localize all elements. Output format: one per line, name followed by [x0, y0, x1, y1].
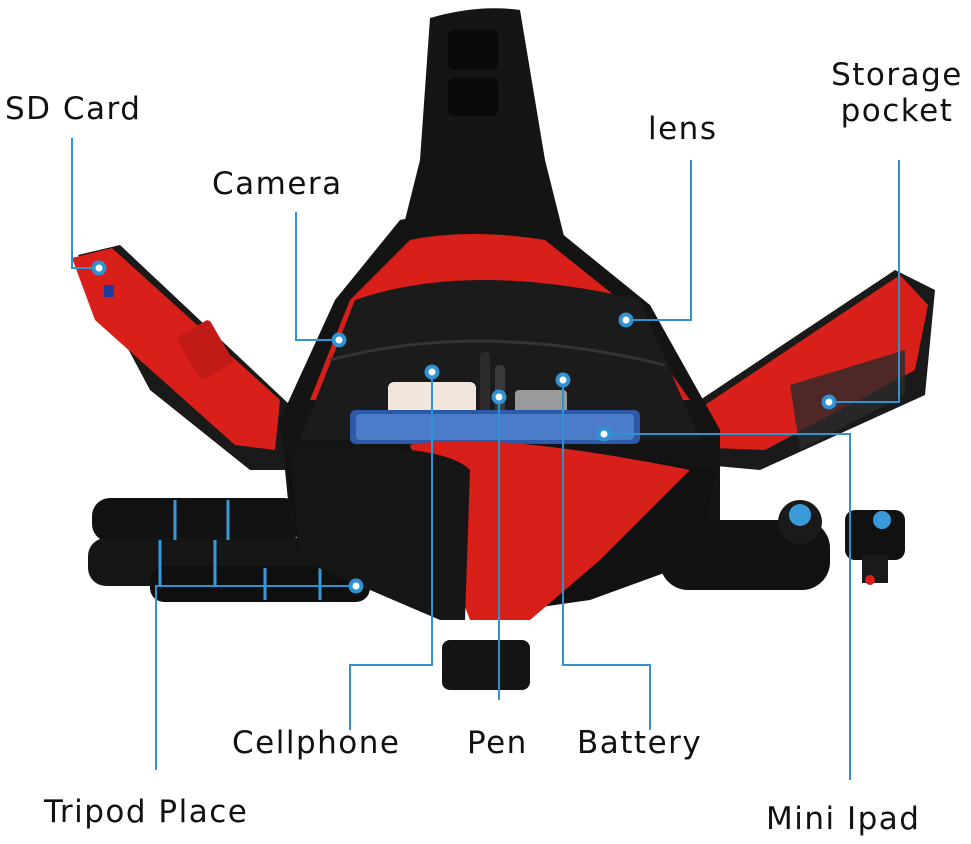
strap-illustration	[400, 8, 565, 241]
sd-card-label: SD Card	[5, 91, 142, 127]
camera-leader-line	[295, 212, 339, 341]
mini-ipad-dot	[596, 426, 612, 442]
right-flap-illustration	[700, 270, 935, 470]
battery-dot	[555, 372, 571, 388]
mini-ipad-leader-line	[604, 433, 851, 780]
storage-pocket-dot	[821, 394, 837, 410]
cellphone-label: Cellphone	[232, 725, 401, 761]
sd-card-leader-line	[71, 138, 99, 269]
tripod-dot	[348, 578, 364, 594]
left-flap-illustration	[72, 245, 290, 470]
callout-lines	[71, 138, 900, 780]
storage-pocket-leader-line	[829, 160, 900, 403]
tripod-leader-line	[155, 585, 356, 770]
lens-label: lens	[648, 111, 718, 147]
tripod-place-label: Tripod Place	[44, 794, 249, 830]
cellphone-dot	[424, 364, 440, 380]
pen-label: Pen	[467, 725, 528, 761]
storage-pocket-label-line1: Storage	[831, 57, 963, 93]
storage-pocket-label: Storage pocket	[822, 57, 971, 129]
battery-leader-line	[562, 380, 651, 730]
bag-body-illustration	[280, 212, 720, 690]
battery-label: Battery	[577, 725, 703, 761]
storage-pocket-label-line2: pocket	[840, 92, 954, 129]
camera-dot	[331, 332, 347, 348]
mini-ipad-label: Mini Ipad	[766, 801, 921, 837]
camera-label: Camera	[212, 166, 343, 202]
lens-dot	[618, 312, 634, 328]
sd-card-dot	[91, 260, 107, 276]
tripod-illustration	[88, 498, 905, 602]
pen-dot	[491, 389, 507, 405]
lens-leader-line	[626, 160, 692, 321]
cellphone-leader-line	[349, 372, 433, 730]
callout-dots	[91, 260, 837, 594]
